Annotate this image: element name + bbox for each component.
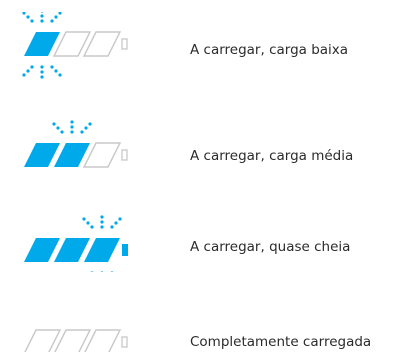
ray-dot — [84, 126, 88, 130]
ray-dot — [58, 73, 62, 77]
ray-dot — [40, 14, 44, 18]
ray-dot — [22, 73, 26, 77]
ray-dot — [56, 126, 60, 130]
battery-segment-filled — [24, 32, 60, 56]
ray-dot — [40, 75, 44, 79]
ray-dot — [70, 125, 74, 129]
blink-rays — [52, 120, 92, 134]
ray-dot — [26, 69, 30, 73]
ray-dot — [30, 19, 34, 23]
ray-dot — [118, 217, 122, 221]
battery-tip — [121, 336, 128, 348]
ray-dot — [50, 65, 54, 69]
battery-segment-empty — [84, 329, 122, 352]
ray-dot — [70, 130, 74, 134]
battery-segment-filled — [24, 238, 60, 262]
ray-dot — [110, 225, 114, 229]
battery-tip — [121, 38, 128, 50]
ray-dot — [90, 271, 94, 272]
ray-dot — [52, 122, 56, 126]
ray-dot — [80, 130, 84, 134]
battery-segment-empty — [54, 329, 92, 352]
ray-dot — [30, 65, 34, 69]
ray-dot — [54, 15, 58, 19]
ray-dot — [100, 220, 104, 224]
battery-icon — [24, 329, 128, 352]
ray-dot — [60, 130, 64, 134]
ray-dot — [110, 271, 114, 272]
ray-dot — [100, 225, 104, 229]
battery-segment-filled — [84, 238, 120, 262]
state-row: A carregar, carga média — [0, 103, 395, 173]
ray-dot — [40, 65, 44, 69]
state-label: A carregar, carga média — [190, 148, 354, 164]
ray-dot — [114, 221, 118, 225]
ray-dot — [54, 69, 58, 73]
blink-rays — [82, 215, 122, 272]
battery-segment-empty — [82, 31, 122, 57]
state-label: Completamente carregada — [190, 334, 372, 350]
ray-dot — [26, 15, 30, 19]
battery-tip — [122, 244, 128, 256]
battery-tip — [121, 149, 128, 161]
ray-dot — [100, 271, 104, 272]
ray-dot — [22, 12, 26, 15]
battery-segment-empty — [82, 142, 122, 168]
ray-dot — [50, 19, 54, 23]
ray-dot — [88, 122, 92, 126]
ray-dot — [90, 225, 94, 229]
ray-dot — [70, 120, 74, 124]
battery-icon — [24, 120, 128, 168]
ray-dot — [58, 12, 62, 15]
ray-dot — [86, 221, 90, 225]
state-row: A carregar, quase cheia — [0, 202, 395, 272]
state-row: A carregar, carga baixa — [0, 12, 395, 82]
ray-dot — [40, 70, 44, 74]
ray-dot — [82, 217, 86, 221]
ray-dot — [100, 215, 104, 219]
battery-icon — [22, 12, 128, 79]
battery-segment-empty — [52, 31, 92, 57]
battery-segment-filled — [54, 143, 90, 167]
ray-dot — [40, 12, 44, 13]
state-row: Completamente carregada — [0, 282, 395, 352]
battery-segment-filled — [54, 238, 90, 262]
battery-icon — [24, 215, 128, 272]
state-label: A carregar, carga baixa — [190, 42, 349, 58]
battery-segment-filled — [24, 143, 60, 167]
state-label: A carregar, quase cheia — [190, 239, 351, 255]
battery-segment-empty — [24, 329, 62, 352]
ray-dot — [40, 19, 44, 23]
blink-rays — [22, 12, 62, 79]
